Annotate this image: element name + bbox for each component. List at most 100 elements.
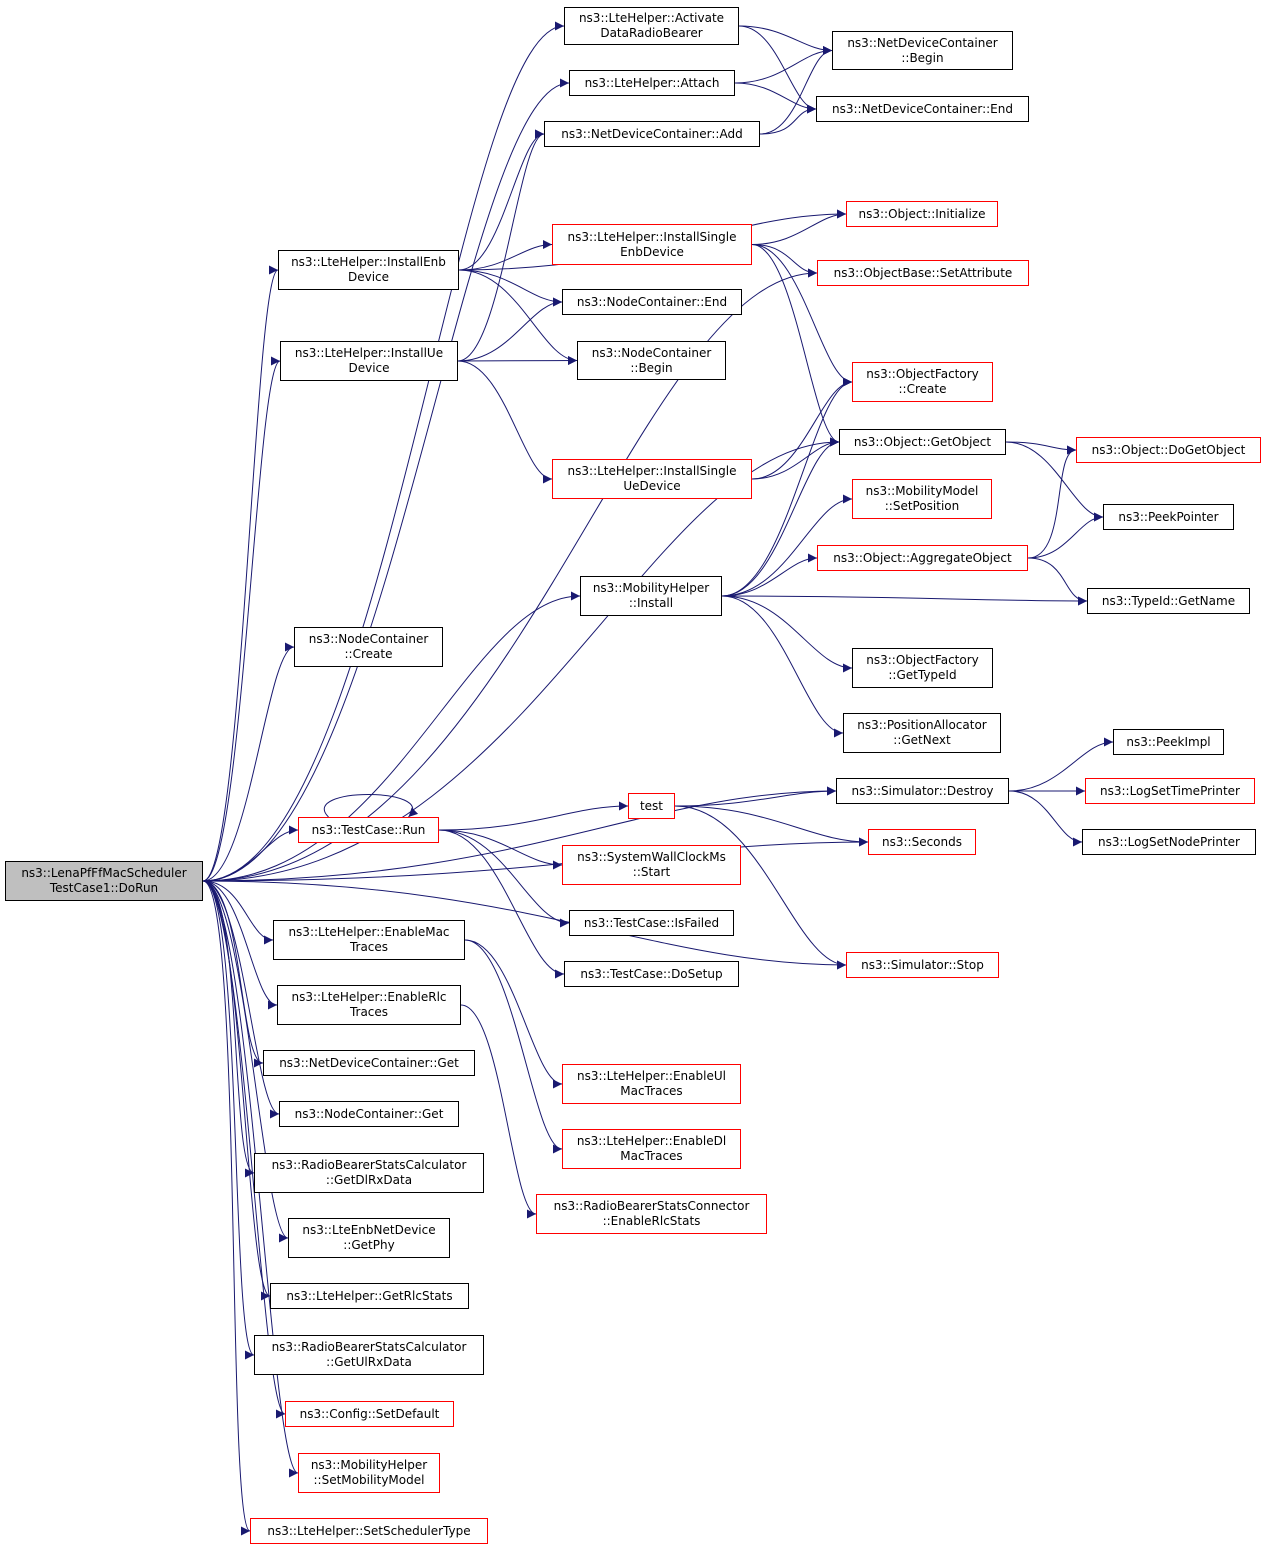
edge-instenb-to-ncbegin [458,269,578,365]
edge-root-to-enablerlc [202,880,278,1010]
node-ncget[interactable]: ns3::NodeContainer::Get [279,1101,459,1127]
edge-test-to-simdestroy [674,786,837,807]
node-ofcreate[interactable]: ns3::ObjectFactory::Create [852,362,993,402]
edge-instsingleue-to-getobject [751,437,840,480]
edge-root-to-ncget [202,880,280,1119]
node-swcstart[interactable]: ns3::SystemWallClockMs::Start [562,845,741,885]
edge-mhinstall-to-typeidname [721,595,1088,606]
edge-mhinstall-to-getobject [721,437,840,597]
node-getulrx[interactable]: ns3::RadioBearerStatsCalculator::GetUlRx… [254,1335,484,1375]
edge-mhinstall-to-mmsetpos [721,494,853,597]
node-enablerlcstats[interactable]: ns3::RadioBearerStatsConnector::EnableRl… [536,1194,767,1234]
edge-instsingleenb-to-getobject [751,244,840,447]
node-objinit[interactable]: ns3::Object::Initialize [846,201,998,227]
edge-root-to-setdefault [202,880,286,1419]
edge-root-to-getobject [202,437,840,882]
edge-tcrun-to-swcstart [438,829,563,870]
edge-instue-to-ndcadd [457,129,545,362]
edge-mhinstall-to-ofcreate [721,377,853,597]
node-ndcget[interactable]: ns3::NetDeviceContainer::Get [263,1050,475,1076]
edge-enablerlc-to-enablerlcstats [460,1004,537,1219]
edge-instue-to-ncbegin [457,356,578,366]
edge-root-to-instenb [202,265,279,882]
edge-instenb-to-ncend [458,269,563,307]
node-ncbegin[interactable]: ns3::NodeContainer::Begin [577,341,726,380]
node-getphy[interactable]: ns3::LteEnbNetDevice::GetPhy [288,1218,450,1258]
node-typeidname[interactable]: ns3::TypeId::GetName [1087,588,1250,614]
edge-tcrun-to-dosetup [438,829,565,979]
edge-instenb-to-ndcadd [458,129,545,271]
edge-ndcadd-to-ndcbegin [759,46,833,135]
node-simstop[interactable]: ns3::Simulator::Stop [846,952,999,978]
node-simdestroy[interactable]: ns3::Simulator::Destroy [836,778,1009,804]
edge-root-to-tcrun [202,825,299,882]
node-mhinstall[interactable]: ns3::MobilityHelper::Install [580,576,722,616]
node-peekimpl[interactable]: ns3::PeekImpl [1113,729,1224,755]
edge-activate-to-ndcend [738,25,817,114]
edge-root-to-mhinstall [202,591,581,882]
edge-root-to-seconds [202,837,869,882]
edge-root-to-simdestroy [202,786,837,882]
node-getrlcstats[interactable]: ns3::LteHelper::GetRlcStats [270,1283,469,1309]
node-ndcadd[interactable]: ns3::NetDeviceContainer::Add [544,121,760,147]
edge-instsingleenb-to-setattr [751,244,818,278]
node-seconds[interactable]: ns3::Seconds [868,829,976,855]
node-dogetobject[interactable]: ns3::Object::DoGetObject [1076,437,1261,463]
edge-root-to-enablemac [202,880,274,945]
edge-instsingleenb-to-ofcreate [751,244,853,387]
edge-instenb-to-instsingleenb [458,240,553,271]
edge-root-to-ndcget [202,880,264,1068]
edge-enablemac-to-enableulmac [464,939,563,1089]
edge-enablemac-to-enabledlmac [464,939,563,1154]
node-mmsetpos[interactable]: ns3::MobilityModel::SetPosition [852,479,992,519]
node-tcrun[interactable]: ns3::TestCase::Run [298,817,439,843]
node-nccreate[interactable]: ns3::NodeContainer::Create [294,627,443,667]
edge-aggregate-to-peekpointer [1027,512,1104,559]
node-setdefault[interactable]: ns3::Config::SetDefault [285,1401,454,1427]
node-aggregate[interactable]: ns3::Object::AggregateObject [817,545,1028,571]
node-test[interactable]: test [628,793,675,819]
node-setattr[interactable]: ns3::ObjectBase::SetAttribute [817,260,1029,286]
node-peekpointer[interactable]: ns3::PeekPointer [1103,504,1234,530]
edge-test-to-simstop [674,805,847,970]
node-ndcend[interactable]: ns3::NetDeviceContainer::End [816,96,1029,122]
node-pagetnext[interactable]: ns3::PositionAllocator::GetNext [843,713,1001,753]
node-ncend[interactable]: ns3::NodeContainer::End [562,289,742,315]
edge-simdestroy-to-lognode [1008,790,1083,847]
edge-mhinstall-to-oftypeid [721,595,853,673]
edge-root-to-getdlrx [202,880,255,1178]
node-logtime[interactable]: ns3::LogSetTimePrinter [1085,778,1255,804]
node-isfailed[interactable]: ns3::TestCase::IsFailed [569,910,734,936]
node-getdlrx[interactable]: ns3::RadioBearerStatsCalculator::GetDlRx… [254,1153,484,1193]
edge-tcrun-to-test [438,801,629,831]
edge-tcrun-to-tcrun [324,794,419,818]
edge-root-to-getulrx [202,880,255,1360]
node-setmobility[interactable]: ns3::MobilityHelper::SetMobilityModel [298,1453,440,1493]
edge-root-to-nccreate [202,642,295,882]
node-oftypeid[interactable]: ns3::ObjectFactory::GetTypeId [852,648,993,688]
edge-instue-to-instsingleue [457,360,553,484]
edge-mhinstall-to-aggregate [721,553,818,597]
node-ndcbegin[interactable]: ns3::NetDeviceContainer::Begin [832,31,1013,70]
node-setsched[interactable]: ns3::LteHelper::SetSchedulerType [250,1518,488,1544]
edge-test-to-seconds [674,805,869,847]
node-attach[interactable]: ns3::LteHelper::Attach [569,70,735,96]
node-getobject[interactable]: ns3::Object::GetObject [839,429,1006,455]
edge-root-to-activate [202,21,565,882]
edge-ndcadd-to-ndcend [759,104,817,135]
node-dosetup[interactable]: ns3::TestCase::DoSetup [564,961,739,987]
node-lognode[interactable]: ns3::LogSetNodePrinter [1082,829,1256,855]
edge-tcrun-to-isfailed [438,829,570,928]
